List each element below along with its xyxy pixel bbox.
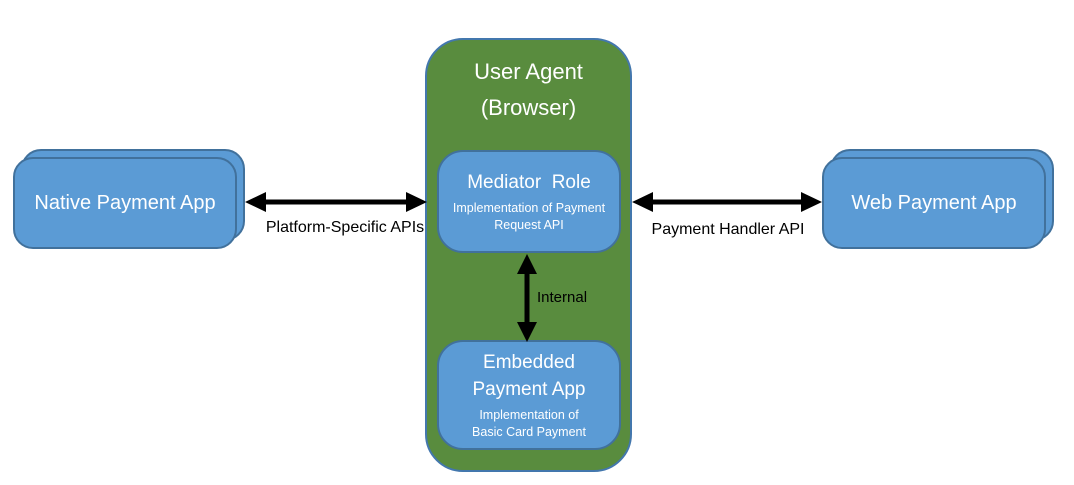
double-arrow-platform-apis-icon <box>245 192 427 212</box>
native-payment-app-node: Native Payment App <box>13 149 246 250</box>
mediator-role-node: Mediator Role Implementation of Payment … <box>437 150 621 253</box>
embedded-payment-app-subtitle: Implementation of Basic Card Payment <box>472 408 586 439</box>
web-payment-app-front-layer: Web Payment App <box>822 157 1046 249</box>
platform-specific-apis-label: Platform-Specific APIs <box>265 219 425 236</box>
web-payment-app-node: Web Payment App <box>822 149 1055 250</box>
double-arrow-payment-handler-icon <box>632 192 822 212</box>
user-agent-title: User Agent (Browser) <box>474 59 583 120</box>
user-agent-container: User Agent (Browser) Mediator Role Imple… <box>425 38 632 472</box>
embedded-payment-app-node: Embedded Payment App Implementation of B… <box>437 340 621 450</box>
mediator-role-subtitle: Implementation of Payment Request API <box>452 201 606 232</box>
web-payment-app-label: Web Payment App <box>851 191 1017 214</box>
native-payment-app-front-layer: Native Payment App <box>13 157 237 249</box>
internal-label: Internal <box>537 289 588 306</box>
native-payment-app-label: Native Payment App <box>34 191 216 214</box>
payment-handler-api-label: Payment Handler API <box>651 221 805 238</box>
embedded-payment-app-title: Embedded Payment App <box>472 352 586 400</box>
double-arrow-internal-icon <box>517 254 537 342</box>
mediator-role-title: Mediator Role <box>467 172 591 193</box>
